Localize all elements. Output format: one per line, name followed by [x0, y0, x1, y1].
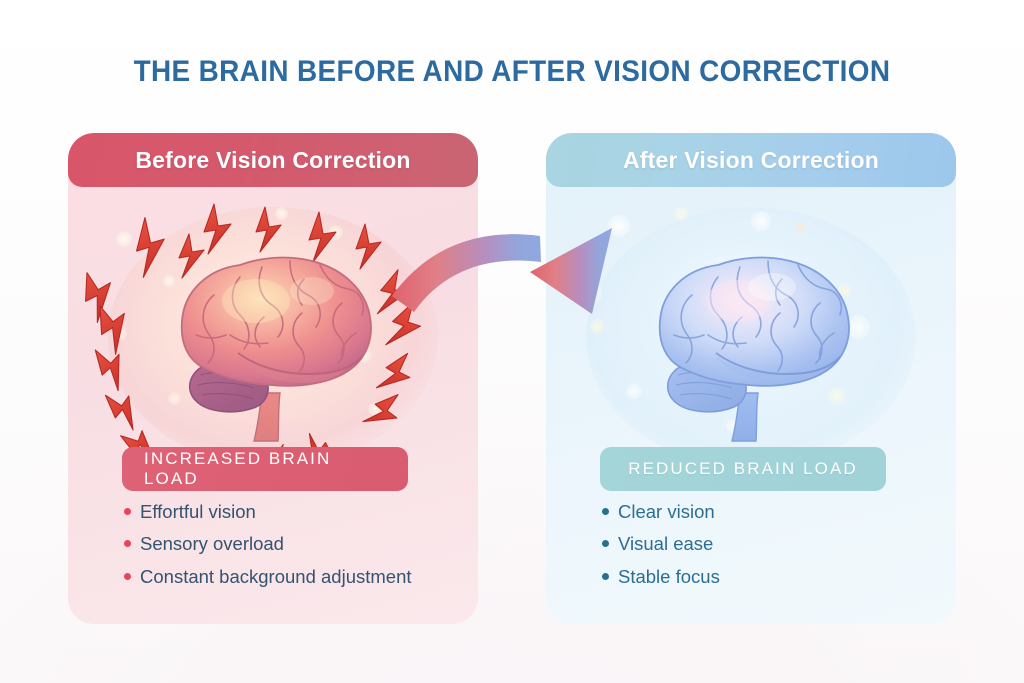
page-title: THE BRAIN BEFORE AND AFTER VISION CORREC… — [133, 55, 891, 88]
bullet-dot-icon — [602, 508, 609, 515]
list-item-label: Clear vision — [618, 501, 715, 522]
illustration-calm-brain — [546, 187, 956, 487]
list-item: Stable focus — [602, 566, 942, 587]
bullet-dot-icon — [602, 540, 609, 548]
card-header-label-before: Before Vision Correction — [135, 146, 411, 173]
badge-reduced-brain-load: REDUCED BRAIN LOAD — [600, 447, 886, 491]
brain-illustration-stressed — [180, 256, 372, 442]
card-header-after: After Vision Correction — [546, 133, 956, 187]
card-before-vision-correction: Before Vision Correction — [68, 133, 478, 624]
badge-increased-brain-load: INCREASED BRAIN LOAD — [122, 447, 408, 491]
bullet-dot-icon — [602, 572, 609, 580]
list-item: Visual ease — [602, 533, 942, 554]
badge-label-after: REDUCED BRAIN LOAD — [628, 459, 858, 478]
card-header-label-after: After Vision Correction — [623, 146, 879, 173]
list-item-label: Sensory overload — [140, 533, 284, 555]
list-item-label: Constant background adjustment — [140, 565, 412, 587]
badge-label-before: INCREASED BRAIN LOAD — [144, 449, 332, 488]
list-item-label: Visual ease — [618, 533, 714, 555]
bullet-dot-icon — [124, 508, 131, 515]
list-item-label: Effortful vision — [140, 501, 256, 522]
list-item: Sensory overload — [124, 533, 464, 554]
list-item: Clear vision — [602, 501, 942, 522]
bullet-list-after: Clear vision Visual ease Stable focus — [602, 501, 942, 598]
card-after-vision-correction: After Vision Correction — [546, 133, 956, 624]
brain-illustration-calm — [658, 256, 850, 442]
card-header-before: Before Vision Correction — [68, 133, 478, 187]
bullet-dot-icon — [124, 572, 131, 580]
bullet-list-before: Effortful vision Sensory overload Consta… — [124, 501, 464, 598]
list-item: Constant background adjustment — [124, 566, 464, 587]
illustration-stressed-brain — [68, 187, 478, 487]
bullet-dot-icon — [124, 540, 131, 548]
list-item-label: Stable focus — [618, 565, 720, 587]
light-speck — [608, 215, 630, 237]
list-item: Effortful vision — [124, 501, 464, 522]
